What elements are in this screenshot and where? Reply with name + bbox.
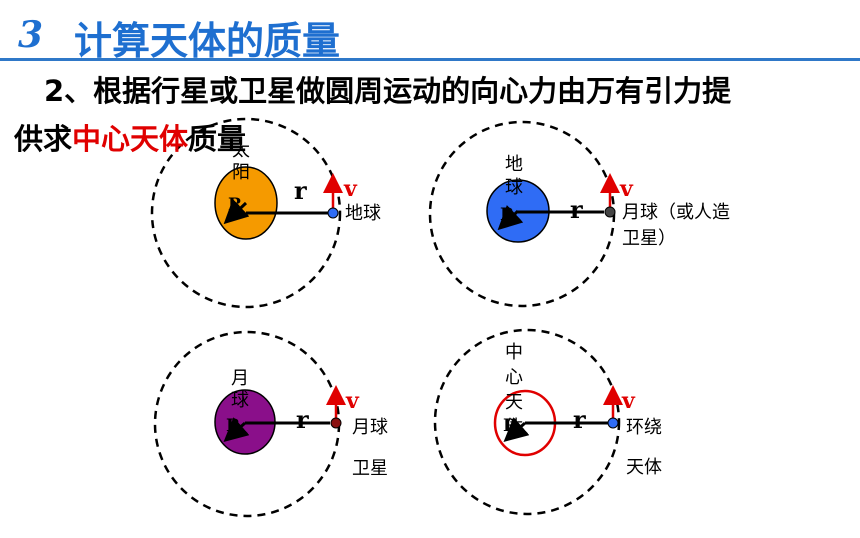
body-line-1: 2、根据行星或卫星做圆周运动的向心力由万有引力提 — [44, 74, 732, 108]
central-label-char: 阳 — [232, 162, 250, 183]
symbol-v: v — [345, 388, 360, 414]
central-label-char: 球 — [505, 177, 523, 198]
symbol-R: R — [226, 416, 241, 436]
diagram-sun-earth: 太 阳 R r v 地球 — [150, 117, 381, 309]
symbol-r: r — [294, 176, 307, 205]
radius-R-arrow — [503, 417, 530, 442]
diagram-earth-moon: 地 球 R r v 月球（或人造 卫星） — [428, 120, 730, 308]
radius-R-arrow — [497, 204, 524, 231]
title-underline — [0, 58, 860, 61]
orbiter-label: 月球 — [352, 417, 388, 438]
central-label-char: 月 — [231, 368, 249, 389]
symbol-v: v — [619, 176, 634, 202]
highlight-keyword: 中心天体 — [72, 122, 189, 156]
central-label-char: 中 — [505, 342, 523, 363]
symbol-v: v — [343, 176, 358, 202]
symbol-R: R — [503, 416, 518, 436]
radius-R-arrow — [223, 198, 250, 225]
orbiter-label: 环绕 — [626, 417, 662, 438]
orbit-circle — [433, 328, 621, 516]
orbiter-label: 卫星 — [352, 458, 388, 479]
diagram-moon-satellite: 月 球 R r v 月球 卫星 — [153, 330, 388, 518]
central-label-char: 太 — [232, 140, 250, 161]
line2-prefix: 供求 — [14, 122, 73, 156]
orbit-circle — [150, 117, 342, 309]
body-line-2: 供求中心天体质量 — [14, 116, 246, 158]
orbiter-label: 天体 — [626, 457, 662, 478]
line2-suffix: 质量 — [188, 122, 247, 156]
radius-R-arrow — [223, 417, 250, 442]
central-label-char: 球 — [231, 390, 249, 411]
symbol-R: R — [228, 195, 243, 215]
symbol-R: R — [500, 205, 515, 225]
diagram-central-orbiting: 中 心 天 体 R r v 环绕 天体 — [433, 328, 662, 516]
orbiter-label: 地球 — [345, 203, 381, 224]
section-title: 计算天体的质量 — [74, 19, 341, 63]
central-label-char: 地 — [505, 154, 523, 175]
earth-orbiter — [327, 207, 339, 219]
title-bar: 3 计算天体的质量 — [0, 0, 860, 64]
orbiter-label: 月球（或人造 — [622, 202, 730, 223]
symbol-r: r — [573, 405, 586, 434]
orbiting-body — [607, 417, 619, 429]
central-label-char: 天 — [505, 392, 523, 413]
symbol-r: r — [296, 405, 309, 434]
satellite-orbiter — [330, 417, 342, 429]
symbol-v: v — [621, 388, 636, 414]
orbiter-label: 卫星） — [622, 228, 676, 249]
central-label-char: 心 — [505, 367, 523, 388]
moon-orbiter — [604, 206, 616, 218]
section-number: 3 — [18, 14, 44, 56]
symbol-r: r — [570, 195, 583, 224]
